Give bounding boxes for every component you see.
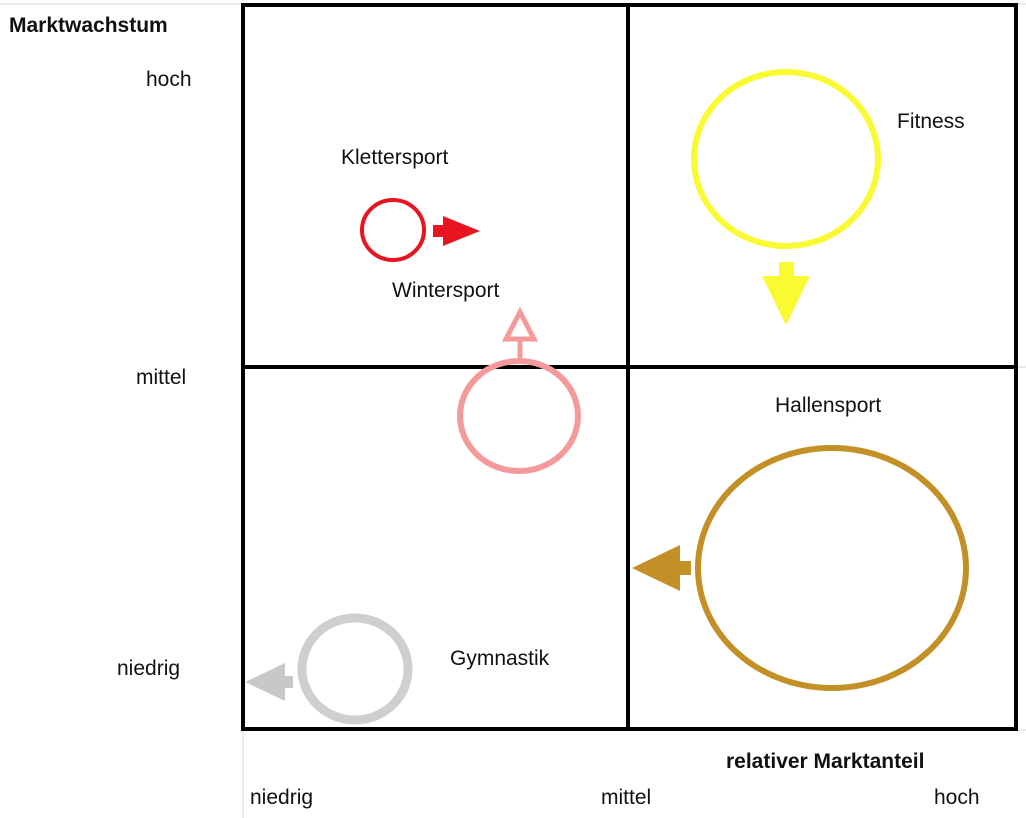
bubble-wintersport-circle bbox=[457, 358, 581, 474]
bubble-label-wintersport: Wintersport bbox=[392, 279, 500, 302]
y-axis-tick-mittel: mittel bbox=[136, 366, 187, 389]
bubble-gymnastik-circle bbox=[297, 613, 413, 725]
bubble-fitness-arrow-down bbox=[762, 262, 810, 325]
bubble-klettersport bbox=[360, 198, 480, 262]
bubble-wintersport-arrow-up bbox=[501, 306, 539, 342]
bubble-wintersport bbox=[457, 306, 581, 474]
y-axis-tick-niedrig: niedrig bbox=[117, 657, 181, 680]
bubble-label-klettersport: Klettersport bbox=[341, 146, 449, 169]
bubble-hallensport bbox=[632, 445, 969, 691]
y-axis-title: Marktwachstum bbox=[9, 14, 168, 37]
x-axis-tick-hoch: hoch bbox=[934, 786, 980, 809]
y-axis-tick-hoch: hoch bbox=[146, 68, 192, 91]
bubble-fitness-circle bbox=[691, 69, 881, 249]
x-axis-title: relativer Marktanteil bbox=[726, 750, 925, 773]
x-axis-tick-niedrig: niedrig bbox=[250, 786, 314, 809]
bubble-gymnastik bbox=[245, 613, 413, 725]
x-axis-tick-mittel: mittel bbox=[601, 786, 652, 809]
bubble-klettersport-arrow-right bbox=[433, 216, 480, 246]
bubble-hallensport-arrow-left bbox=[632, 545, 691, 591]
bubble-label-hallensport: Hallensport bbox=[775, 394, 882, 417]
bubble-gymnastik-arrow-left bbox=[245, 663, 293, 701]
bubble-hallensport-circle bbox=[695, 445, 969, 691]
bubble-fitness bbox=[691, 69, 881, 325]
bubble-label-gymnastik: Gymnastik bbox=[450, 647, 550, 670]
bubble-label-fitness: Fitness bbox=[897, 110, 965, 133]
bubble-klettersport-circle bbox=[360, 198, 426, 262]
